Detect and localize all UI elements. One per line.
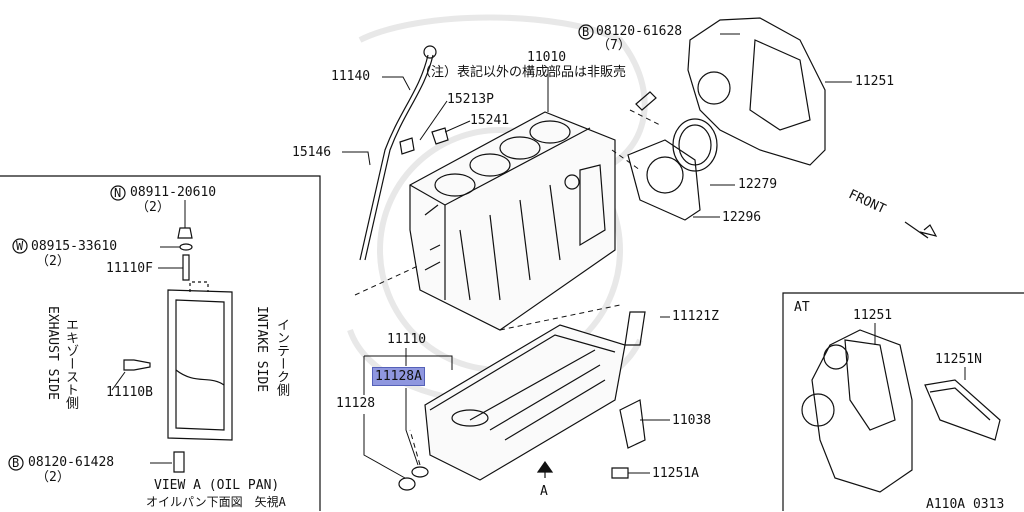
left-leaders: [111, 200, 186, 464]
seal-retainer-12296: [627, 139, 701, 221]
engine-block-11010: [409, 111, 616, 331]
at-rear-plate-11251: [801, 329, 913, 493]
dipstick-tube: [359, 45, 437, 261]
part-11251[interactable]: 11251: [855, 74, 895, 89]
dashed-assembly-lines: [354, 109, 661, 466]
sensor-15241: [431, 127, 449, 145]
view-arrow-a-label: A: [540, 484, 548, 499]
part-15146[interactable]: 15146: [292, 145, 332, 160]
bolt-08120-61428: [173, 451, 185, 473]
intake-side-label: INTAKE SIDE: [254, 306, 269, 393]
intake-side-jp: インテーク側: [274, 318, 289, 396]
part-11110[interactable]: 11110: [387, 332, 427, 347]
part-08120-61628[interactable]: 08120-61628: [596, 24, 683, 39]
note-japanese: （注）表記以外の構成部品は非販売: [418, 65, 627, 80]
part-08915-33610[interactable]: 08915-33610: [31, 239, 118, 254]
qty-08911-20610: （2）: [136, 200, 170, 215]
part-11128a-highlighted[interactable]: 11128A: [372, 367, 425, 386]
part-15241[interactable]: 15241: [470, 113, 510, 128]
bracket-11038: [619, 399, 646, 449]
strainer-11121z: [624, 311, 646, 346]
part-12279[interactable]: 12279: [738, 177, 778, 192]
view-a-jp: オイルパン下面図 矢視A: [146, 495, 286, 509]
bolt-08120-61628: [635, 91, 657, 111]
part-11121z[interactable]: 11121Z: [672, 309, 719, 324]
qty-08915-33610: （2）: [36, 254, 70, 269]
oil-pan-view-a: [167, 281, 233, 441]
bolt-11251a: [611, 467, 629, 479]
plug-15213p: [399, 137, 415, 155]
at-label: AT: [794, 300, 810, 315]
circle-n-letter: N: [114, 186, 122, 200]
exhaust-side-label: EXHAUST SIDE: [45, 306, 60, 400]
circle-b-letter: B: [582, 25, 590, 39]
part-11110b[interactable]: 11110B: [106, 385, 153, 400]
circle-w-icon: [12, 238, 28, 254]
at-cover-11251n: [924, 379, 1001, 441]
rear-plate-11251: [687, 17, 826, 166]
oil-pan-11110: [424, 324, 626, 481]
figure-code: A110A 0313: [926, 497, 1005, 512]
part-11010[interactable]: 11010: [527, 50, 567, 65]
inset-box-at: [782, 292, 1024, 511]
exhaust-side-jp: エキゾースト側: [63, 318, 78, 409]
qty-08120-61428: （2）: [36, 470, 70, 485]
circle-n-icon: [110, 185, 126, 201]
inset-box-left: [0, 175, 321, 511]
circle-b-icon: [578, 24, 594, 40]
front-arrow: [904, 221, 938, 239]
part-11251-at[interactable]: 11251: [853, 308, 893, 323]
circle-w-letter: W: [16, 239, 24, 253]
view-a-title: VIEW A (OIL PAN): [154, 478, 280, 493]
part-11038[interactable]: 11038: [672, 413, 712, 428]
part-15213p[interactable]: 15213P: [447, 92, 494, 107]
circle-b-letter-2: B: [12, 456, 20, 470]
leader-lines: [342, 33, 852, 479]
part-11251a[interactable]: 11251A: [652, 466, 699, 481]
part-12296[interactable]: 12296: [722, 210, 762, 225]
drain-plug-11128: [398, 466, 429, 491]
circle-b-icon-2: [8, 455, 24, 471]
part-11251n[interactable]: 11251N: [935, 352, 982, 367]
view-arrow-a: [536, 460, 554, 473]
bolt-11110b: [123, 359, 151, 371]
part-11128[interactable]: 11128: [336, 396, 376, 411]
part-08911-20610[interactable]: 08911-20610: [130, 185, 217, 200]
part-11128a-label[interactable]: 11128A: [372, 367, 425, 386]
qty-08120-61628: （7）: [597, 38, 631, 53]
part-11110f[interactable]: 11110F: [106, 261, 153, 276]
part-08120-61428[interactable]: 08120-61428: [28, 455, 115, 470]
at-leaders: [874, 323, 966, 380]
part-11140[interactable]: 11140: [331, 69, 371, 84]
oil-seal-12279: [672, 118, 718, 172]
stud-nut-washer: [177, 227, 193, 281]
